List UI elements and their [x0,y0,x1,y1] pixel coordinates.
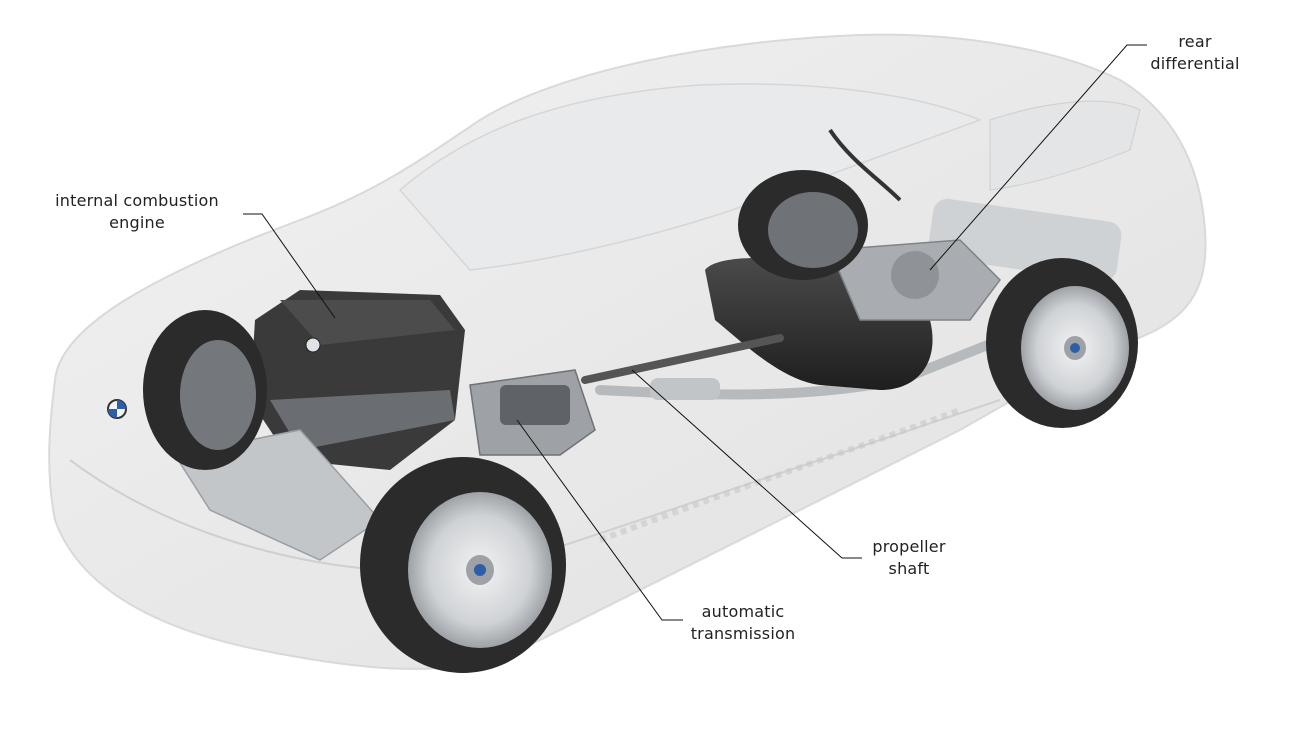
engine-label-line1: internal combustion [55,191,219,210]
leader-line-propeller-shaft [631,369,862,559]
rear-differential-label-line1: rear [1178,32,1212,51]
transmission-label-line1: automatic [701,602,785,621]
engine-callout: internal combustion engine [40,190,234,234]
propeller-shaft-label-line2: shaft [888,559,930,578]
transmission-callout: automatic transmission [675,601,811,645]
leader-line-engine [243,213,336,319]
propeller-shaft-label-line1: propeller [872,537,946,556]
rear-differential [828,128,1001,321]
rear-right-wheel [986,258,1138,428]
propeller-shaft-callout: propeller shaft [855,536,963,580]
front-right-wheel [360,457,566,673]
propeller-shaft [581,334,784,384]
automatic-transmission [469,369,596,456]
leader-line-transmission [516,419,683,621]
transmission-label-line2: transmission [690,624,796,643]
front-left-wheel [143,310,267,470]
rear-differential-callout: rear differential [1135,31,1255,75]
leader-line-differential [929,44,1147,271]
engine-label-line2: engine [109,213,165,232]
brand-badge-icon [107,399,127,419]
engine [250,290,465,470]
rear-differential-label-line2: differential [1150,54,1240,73]
rear-left-wheel [738,170,868,280]
